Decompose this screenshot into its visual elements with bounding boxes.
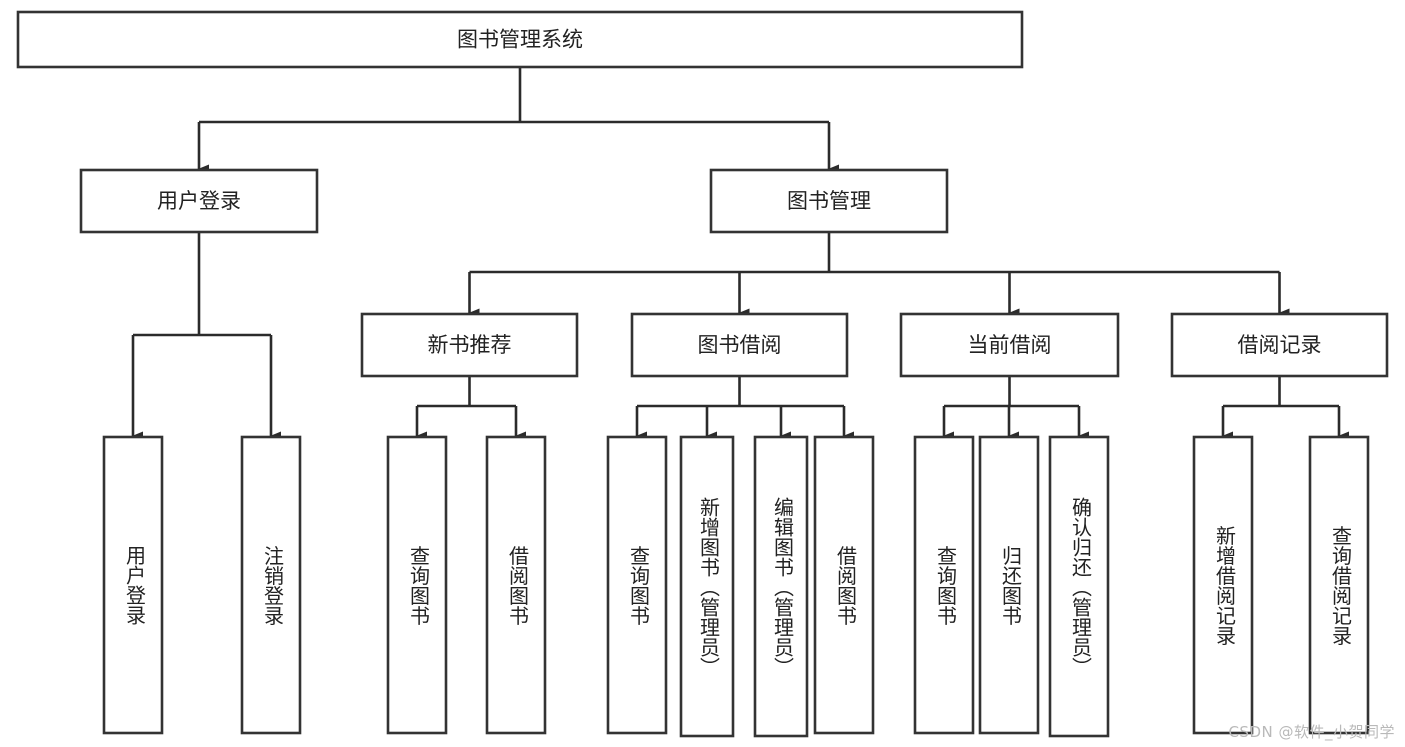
- node-bookmgmt[interactable]: 图书管理: [709, 168, 949, 234]
- node-box[interactable]: [630, 312, 849, 378]
- node-current[interactable]: 当前借阅: [899, 312, 1120, 378]
- node-leaf-user-logout[interactable]: 注销登录: [240, 435, 302, 735]
- node-box[interactable]: [16, 10, 1024, 69]
- node-box[interactable]: [1308, 435, 1370, 735]
- edge-group-bookmgmt: [468, 232, 1290, 318]
- node-box[interactable]: [360, 312, 579, 378]
- node-leaf-new-query[interactable]: 查询图书: [386, 435, 448, 735]
- node-box[interactable]: [813, 435, 875, 735]
- node-label: 注销登录: [261, 545, 285, 625]
- node-label: 确认归还（管理员）: [1069, 496, 1093, 676]
- edge-group-borrow: [635, 376, 854, 441]
- node-leaf-borrow-query[interactable]: 查询图书: [606, 435, 668, 735]
- edge-group-root: [197, 67, 839, 174]
- node-label: 图书管理: [787, 189, 871, 213]
- edges-layer: [131, 67, 1349, 441]
- node-leaf-cur-confirm[interactable]: 确认归还（管理员）: [1048, 435, 1110, 738]
- node-leaf-borrow-add[interactable]: 新增图书（管理员）: [679, 435, 735, 738]
- node-box[interactable]: [386, 435, 448, 735]
- node-leaf-user-login[interactable]: 用户登录: [102, 435, 164, 735]
- edge-group-records: [1221, 376, 1349, 441]
- node-box[interactable]: [1048, 435, 1110, 738]
- node-label: 新增借阅记录: [1213, 525, 1237, 645]
- node-box[interactable]: [709, 168, 949, 234]
- node-label: 归还图书: [999, 545, 1023, 625]
- node-box[interactable]: [978, 435, 1040, 735]
- node-label: 借阅图书: [506, 545, 530, 625]
- node-leaf-borrow-edit[interactable]: 编辑图书（管理员）: [753, 435, 809, 738]
- node-label: 用户登录: [123, 545, 147, 625]
- node-box[interactable]: [102, 435, 164, 735]
- nodes-layer: 图书管理系统用户登录图书管理新书推荐图书借阅当前借阅借阅记录用户登录注销登录查询…: [16, 10, 1389, 738]
- node-label: 用户登录: [157, 189, 241, 213]
- node-label: 借阅图书: [834, 545, 858, 625]
- node-root[interactable]: 图书管理系统: [16, 10, 1024, 69]
- node-label: 查询借阅记录: [1329, 525, 1353, 645]
- node-box[interactable]: [79, 168, 319, 234]
- node-leaf-cur-return[interactable]: 归还图书: [978, 435, 1040, 735]
- node-label: 查询图书: [627, 545, 651, 625]
- node-leaf-rec-query[interactable]: 查询借阅记录: [1308, 435, 1370, 735]
- node-borrow[interactable]: 图书借阅: [630, 312, 849, 378]
- node-box[interactable]: [899, 312, 1120, 378]
- node-label: 查询图书: [407, 545, 431, 625]
- edge-group-newbook: [415, 376, 526, 441]
- node-leaf-cur-query[interactable]: 查询图书: [913, 435, 975, 735]
- node-leaf-new-borrow[interactable]: 借阅图书: [485, 435, 547, 735]
- node-newbook[interactable]: 新书推荐: [360, 312, 579, 378]
- node-box[interactable]: [913, 435, 975, 735]
- node-box[interactable]: [679, 435, 735, 738]
- node-label: 当前借阅: [968, 333, 1052, 357]
- node-records[interactable]: 借阅记录: [1170, 312, 1389, 378]
- node-leaf-rec-add[interactable]: 新增借阅记录: [1192, 435, 1254, 735]
- node-label: 查询图书: [934, 545, 958, 625]
- node-box[interactable]: [240, 435, 302, 735]
- node-label: 图书借阅: [698, 333, 782, 357]
- edge-group-current: [942, 376, 1089, 441]
- node-box[interactable]: [1192, 435, 1254, 735]
- node-label: 借阅记录: [1238, 333, 1322, 357]
- node-box[interactable]: [1170, 312, 1389, 378]
- node-box[interactable]: [606, 435, 668, 735]
- node-box[interactable]: [753, 435, 809, 738]
- node-label: 新书推荐: [428, 333, 512, 357]
- node-label: 新增图书（管理员）: [697, 496, 721, 676]
- node-label: 编辑图书（管理员）: [771, 496, 795, 676]
- node-box[interactable]: [485, 435, 547, 735]
- node-leaf-borrow-lend[interactable]: 借阅图书: [813, 435, 875, 735]
- node-label: 图书管理系统: [457, 28, 583, 52]
- edge-group-login: [131, 232, 281, 441]
- node-login[interactable]: 用户登录: [79, 168, 319, 234]
